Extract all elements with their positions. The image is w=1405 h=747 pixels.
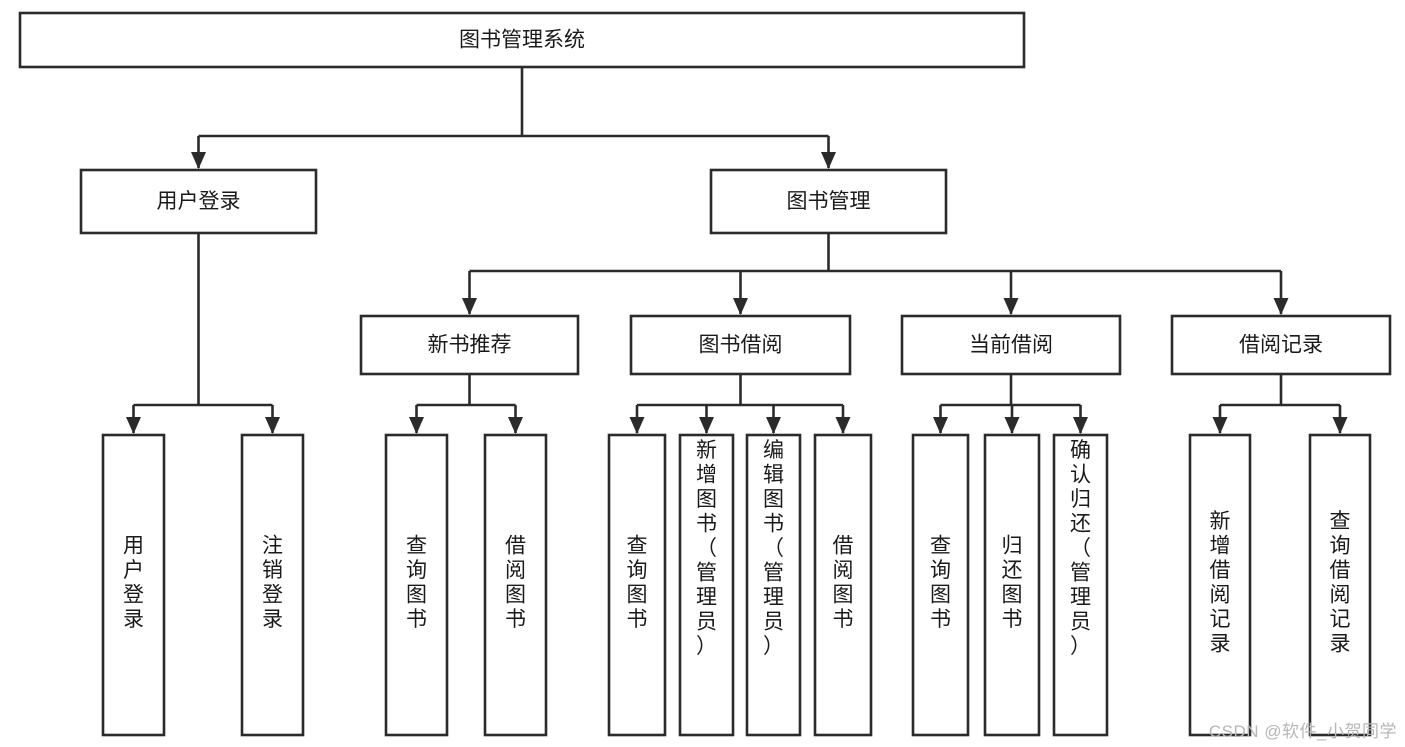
node-label-user-login: 用户登录 [157, 190, 241, 213]
arrow-head-icon-leaf-query-book-recommend [409, 417, 424, 434]
node-label-leaf-logout: 注销登录 [262, 534, 283, 631]
arrow-head-icon-leaf-return-book [1004, 417, 1020, 434]
node-box-book-borrow [629, 314, 852, 376]
node-leaf-confirm-return-admin[interactable]: 确认归还（管理员） [1052, 433, 1109, 737]
node-label-leaf-borrow-book: 借阅图书 [833, 534, 854, 631]
arrow-head-icon-user-login [191, 152, 206, 169]
node-box-current-borrow [900, 314, 1122, 376]
node-label-leaf-return-book: 归还图书 [1002, 534, 1023, 631]
arrow-head-icon-book-management [821, 152, 836, 169]
node-box-root [18, 11, 1026, 69]
arrow-head-icon-borrow-record [1273, 298, 1289, 315]
node-leaf-logout[interactable]: 注销登录 [240, 433, 305, 737]
node-box-leaf-confirm-return-admin [1052, 433, 1109, 737]
node-label-leaf-edit-book-admin: 编辑图书（管理员） [763, 439, 784, 658]
node-label-leaf-query-book-current: 查询图书 [930, 534, 951, 631]
node-leaf-query-book-borrow[interactable]: 查询图书 [607, 433, 667, 737]
node-box-leaf-return-book [983, 433, 1041, 737]
arrow-head-icon-leaf-borrow-book [835, 417, 851, 434]
node-box-leaf-query-book-recommend [384, 433, 449, 737]
node-label-leaf-query-borrow-record: 查询借阅记录 [1330, 510, 1351, 656]
node-box-leaf-query-book-borrow [607, 433, 667, 737]
arrow-head-icon-leaf-add-book-admin [699, 417, 714, 434]
arrow-head-icon-current-borrow [1003, 298, 1019, 315]
arrow-head-icon-leaf-query-book-current [933, 417, 948, 434]
node-box-leaf-borrow-book [813, 433, 873, 737]
node-leaf-borrow-book-recommend[interactable]: 借阅图书 [483, 433, 548, 737]
node-box-leaf-borrow-book-recommend [483, 433, 548, 737]
node-root[interactable]: 图书管理系统 [18, 11, 1026, 69]
node-box-leaf-edit-book-admin [745, 433, 802, 737]
arrow-head-icon-leaf-add-borrow-record [1212, 417, 1228, 434]
arrow-head-icon-leaf-logout [265, 417, 280, 434]
arrow-head-icon-leaf-borrow-book-recommend [508, 417, 523, 434]
node-label-new-book-recommend: 新书推荐 [428, 334, 512, 357]
node-box-new-book-recommend [359, 314, 580, 376]
node-label-leaf-confirm-return-admin: 确认归还（管理员） [1070, 439, 1091, 658]
node-leaf-return-book[interactable]: 归还图书 [983, 433, 1041, 737]
node-label-leaf-query-book-borrow: 查询图书 [627, 534, 648, 631]
node-label-borrow-record: 借阅记录 [1239, 334, 1323, 357]
node-leaf-add-borrow-record[interactable]: 新增借阅记录 [1188, 433, 1252, 737]
node-label-current-borrow: 当前借阅 [969, 334, 1053, 357]
node-boxes-group: 图书管理系统用户登录图书管理新书推荐图书借阅当前借阅借阅记录用户登录注销登录查询… [18, 11, 1392, 737]
node-current-borrow[interactable]: 当前借阅 [900, 314, 1122, 376]
node-label-leaf-user-login: 用户登录 [123, 534, 144, 631]
arrow-head-icon-book-borrow [733, 298, 748, 315]
node-box-leaf-add-book-admin [678, 433, 735, 737]
node-box-borrow-record [1170, 314, 1392, 376]
node-user-login[interactable]: 用户登录 [79, 168, 318, 235]
arrow-head-icon-leaf-edit-book-admin [766, 417, 781, 434]
connector-lines-group [126, 67, 1348, 434]
node-leaf-query-book-current[interactable]: 查询图书 [911, 433, 970, 737]
node-label-book-borrow: 图书借阅 [699, 334, 783, 357]
node-leaf-add-book-admin[interactable]: 新增图书（管理员） [678, 433, 735, 737]
arrow-head-icon-leaf-confirm-return-admin [1073, 417, 1088, 434]
node-leaf-user-login[interactable]: 用户登录 [101, 433, 166, 737]
node-new-book-recommend[interactable]: 新书推荐 [359, 314, 580, 376]
arrow-head-icon-leaf-query-borrow-record [1332, 417, 1348, 434]
node-label-leaf-add-borrow-record: 新增借阅记录 [1210, 510, 1231, 656]
node-book-borrow[interactable]: 图书借阅 [629, 314, 852, 376]
node-box-leaf-add-borrow-record [1188, 433, 1252, 737]
node-box-leaf-user-login [101, 433, 166, 737]
node-label-root: 图书管理系统 [459, 29, 585, 52]
node-leaf-query-book-recommend[interactable]: 查询图书 [384, 433, 449, 737]
arrow-head-icon-new-book-recommend [462, 298, 477, 315]
node-box-leaf-query-borrow-record [1308, 433, 1372, 737]
node-leaf-edit-book-admin[interactable]: 编辑图书（管理员） [745, 433, 802, 737]
node-book-management[interactable]: 图书管理 [709, 168, 948, 235]
node-leaf-borrow-book[interactable]: 借阅图书 [813, 433, 873, 737]
node-box-book-management [709, 168, 948, 235]
arrow-head-icon-leaf-user-login [126, 417, 141, 434]
node-leaf-query-borrow-record[interactable]: 查询借阅记录 [1308, 433, 1372, 737]
node-label-leaf-borrow-book-recommend: 借阅图书 [505, 534, 526, 631]
node-box-leaf-logout [240, 433, 305, 737]
node-borrow-record[interactable]: 借阅记录 [1170, 314, 1392, 376]
node-label-book-management: 图书管理 [787, 190, 871, 213]
watermark-text: CSDN @软件_小贺同学 [1208, 722, 1397, 741]
node-label-leaf-add-book-admin: 新增图书（管理员） [696, 439, 717, 658]
arrow-head-icon-leaf-query-book-borrow [629, 417, 645, 434]
node-box-leaf-query-book-current [911, 433, 970, 737]
node-box-user-login [79, 168, 318, 235]
node-label-leaf-query-book-recommend: 查询图书 [406, 534, 427, 631]
